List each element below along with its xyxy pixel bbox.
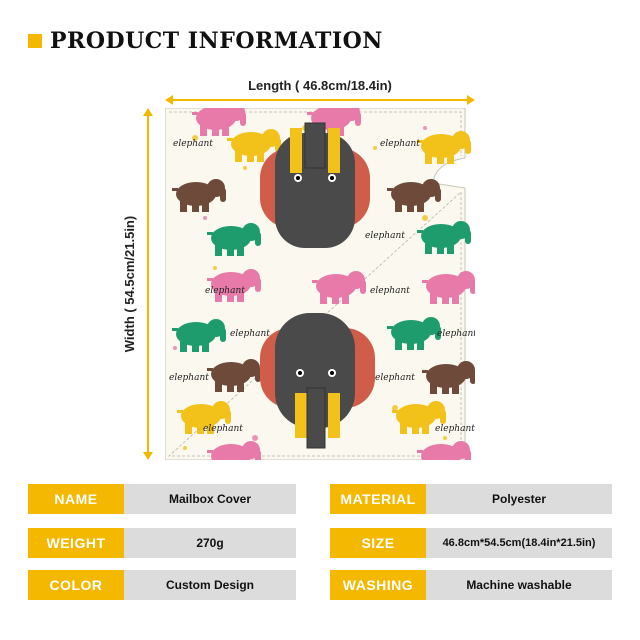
width-label: Width ( 54.5cm/21.5in) [122,215,137,353]
washing-label: WASHING [330,570,426,600]
pattern-word: elephant [435,424,475,434]
width-dimension: Width ( 54.5cm/21.5in) [120,108,160,460]
washing-value: Machine washable [426,570,612,600]
weight-label: WEIGHT [28,528,124,558]
pattern-word: elephant [437,329,475,339]
pattern-word: elephant [203,424,243,434]
width-arrow-icon [143,108,153,460]
pattern-word: elephant [169,373,209,383]
color-value: Custom Design [124,570,296,600]
elephant-head-icon [260,313,375,449]
header-square-icon [28,34,42,48]
product-image: elephant elephant elephant elephant elep… [164,103,477,474]
length-label: Length ( 46.8cm/18.4in) [248,78,392,93]
name-label: NAME [28,484,124,514]
length-arrow-icon [165,95,475,105]
material-label: MATERIAL [330,484,426,514]
name-value: Mailbox Cover [124,484,296,514]
pattern-word: elephant [365,231,405,241]
page-title: PRODUCT INFORMATION [50,28,383,54]
pattern-word: elephant [380,139,420,149]
size-label: SIZE [330,528,426,558]
pattern-word: elephant [230,329,270,339]
material-value: Polyester [426,484,612,514]
pattern-word: elephant [205,286,245,296]
weight-value: 270g [124,528,296,558]
color-label: COLOR [28,570,124,600]
pattern-word: elephant [173,139,213,149]
pattern-word: elephant [375,373,415,383]
size-value: 46.8cm*54.5cm(18.4in*21.5in) [426,528,612,558]
elephant-head-icon [260,122,370,248]
pattern-word: elephant [370,286,410,296]
section-header: PRODUCT INFORMATION [28,26,383,56]
length-dimension: Length ( 46.8cm/18.4in) [165,78,475,107]
